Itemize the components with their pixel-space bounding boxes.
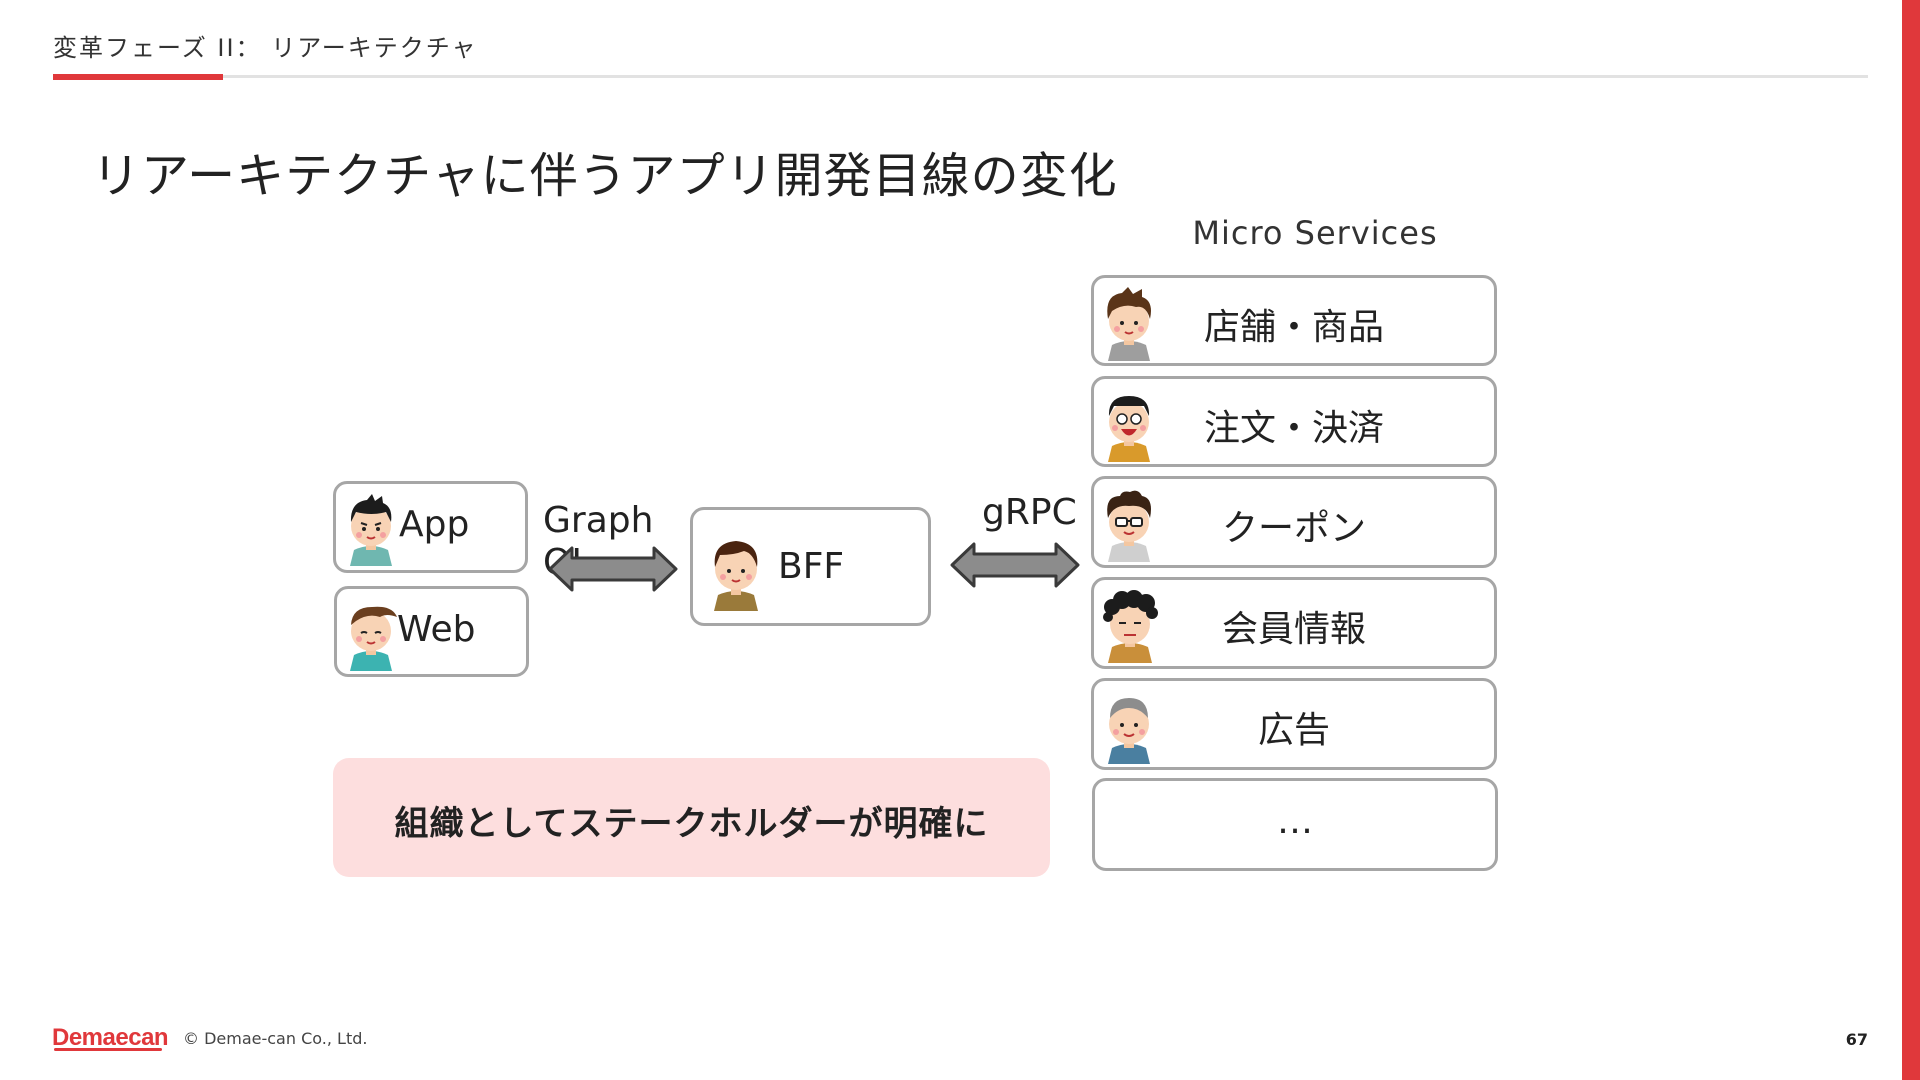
company-logo-underline	[54, 1048, 162, 1051]
bidirectional-arrow-grpc-icon	[950, 542, 1080, 588]
header-accent-bar	[53, 74, 223, 80]
company-logo: Demaecan	[52, 1024, 169, 1051]
service-box-coupon: クーポン	[1091, 476, 1497, 568]
micro-services-title: Micro Services	[1192, 214, 1438, 252]
service-box-member-info: 会員情報	[1091, 577, 1497, 669]
web-developer-avatar-icon	[350, 606, 397, 671]
client-label-app: App	[399, 504, 470, 545]
client-box-web: Web	[334, 586, 529, 677]
protocol-label-grpc: gRPC	[982, 492, 1077, 533]
callout-text: 組織としてステークホルダーが明確に	[394, 804, 989, 844]
page-title: リアーキテクチャに伴うアプリ開発目線の変化	[92, 148, 1118, 204]
callout-box: 組織としてステークホルダーが明確に	[333, 758, 1050, 877]
bidirectional-arrow-graphql-icon	[548, 546, 678, 592]
service-label-store-product: 店舗・商品	[1203, 307, 1384, 348]
side-accent-bar	[1902, 0, 1920, 1080]
service-box-ads: 広告	[1091, 678, 1497, 770]
service-label-ads: 広告	[1257, 710, 1330, 751]
service-box-more: …	[1092, 778, 1498, 871]
section-label: 変革フェーズ II： リアーキテクチャ	[53, 34, 478, 62]
client-label-web: Web	[397, 609, 476, 650]
ads-developer-avatar-icon	[1108, 698, 1150, 764]
bff-box: BFF	[690, 507, 931, 626]
bff-label: BFF	[778, 546, 845, 587]
service-box-order-payment: 注文・決済	[1091, 376, 1497, 467]
bff-developer-avatar-icon	[714, 541, 758, 611]
client-box-app: App	[333, 481, 528, 573]
service-label-order-payment: 注文・決済	[1203, 408, 1384, 449]
service-label-more: …	[1277, 801, 1313, 842]
order-developer-avatar-icon	[1108, 396, 1150, 462]
store-developer-avatar-icon	[1107, 287, 1151, 361]
service-label-coupon: クーポン	[1221, 508, 1366, 549]
app-developer-avatar-icon	[350, 494, 392, 566]
service-box-store-product: 店舗・商品	[1091, 275, 1497, 366]
member-developer-avatar-icon	[1103, 590, 1158, 663]
header-divider	[53, 75, 1868, 78]
copyright: © Demae-can Co., Ltd.	[183, 1029, 368, 1048]
page-number: 67	[1845, 1030, 1868, 1049]
coupon-developer-avatar-icon	[1107, 490, 1151, 562]
service-label-member-info: 会員情報	[1221, 609, 1366, 650]
